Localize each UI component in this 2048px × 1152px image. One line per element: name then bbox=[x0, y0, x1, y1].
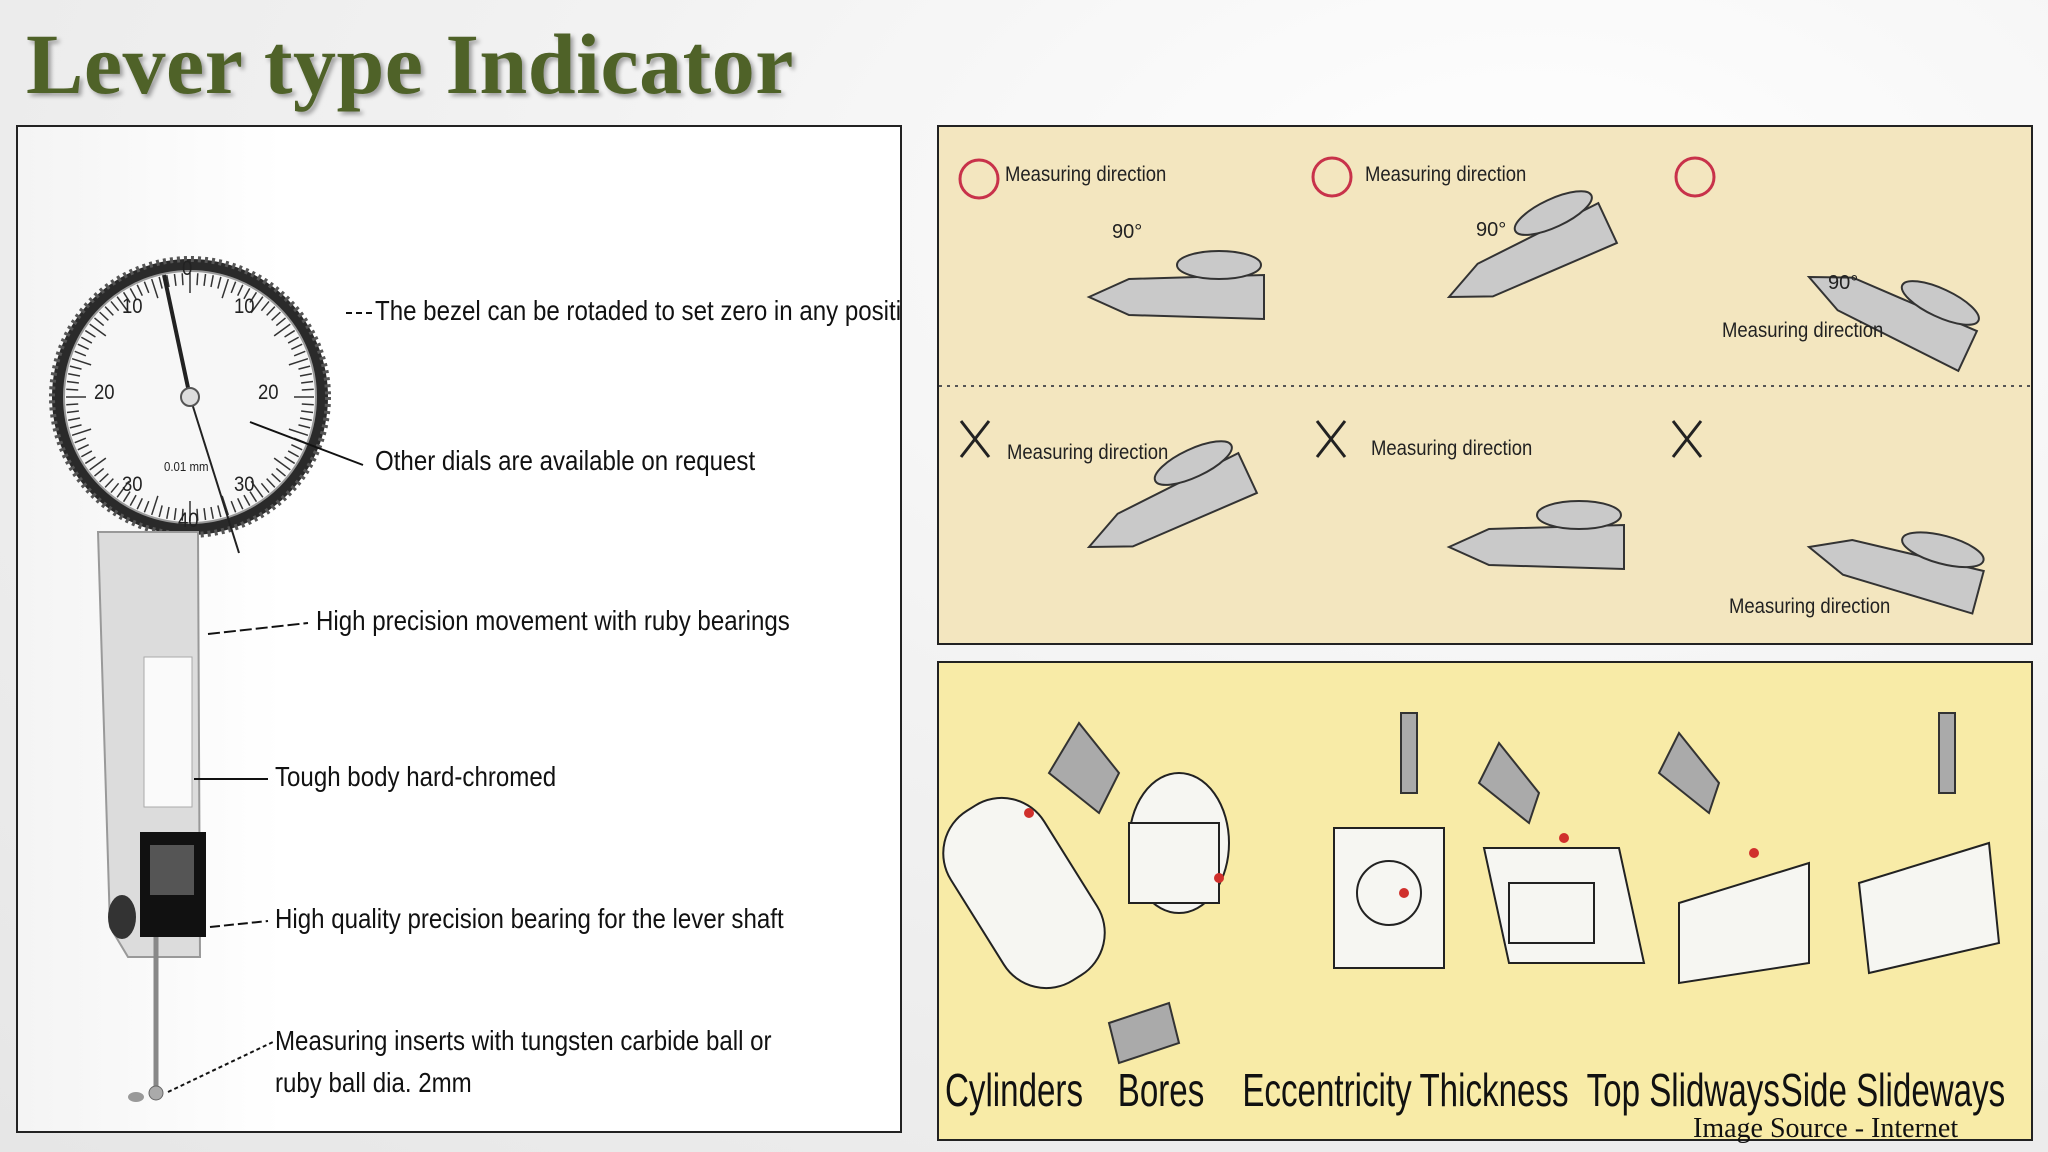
measuring-direction-panel: Measuring direction Measuring direction … bbox=[937, 125, 2033, 645]
direction-label: Measuring direction bbox=[1722, 319, 1884, 342]
dial-number: 30 bbox=[122, 473, 143, 496]
callout-movement: High precision movement with ruby bearin… bbox=[316, 605, 790, 636]
applications-panel: Cylinders Bores Eccentricity Thickness T… bbox=[937, 661, 2033, 1141]
angle-label: 90° bbox=[1476, 219, 1507, 241]
callout-body: Tough body hard-chromed bbox=[275, 761, 557, 792]
app-label-bores: Bores bbox=[1117, 1064, 1205, 1116]
callout-inserts-2: ruby ball dia. 2mm bbox=[275, 1067, 472, 1098]
direction-label: Measuring direction bbox=[1007, 441, 1169, 464]
direction-label: Measuring direction bbox=[1729, 595, 1891, 618]
measuring-direction-illustration bbox=[939, 156, 2031, 615]
dial-number: 20 bbox=[94, 381, 115, 404]
indicator-illustration bbox=[49, 256, 373, 1102]
direction-label: Measuring direction bbox=[1371, 437, 1533, 460]
angle-label: 90° bbox=[1112, 221, 1143, 243]
dial-number: 20 bbox=[258, 381, 279, 404]
dial-number: 0 bbox=[182, 257, 193, 280]
callout-inserts: Measuring inserts with tungsten carbide … bbox=[275, 1025, 772, 1056]
app-label-thickness: Thickness bbox=[1419, 1064, 1569, 1116]
app-label-side-slideways: Side Slideways bbox=[1780, 1064, 2006, 1116]
direction-label: Measuring direction bbox=[1005, 163, 1167, 186]
callout-bezel: The bezel can be rotaded to set zero in … bbox=[375, 295, 902, 326]
dial-number: 40 bbox=[178, 509, 199, 532]
image-source: Image Source - Internet bbox=[1693, 1113, 1959, 1144]
dial-unit: 0.01 mm bbox=[164, 459, 209, 474]
applications-illustration bbox=[942, 712, 2001, 1065]
angle-label: 90° bbox=[1828, 272, 1859, 294]
indicator-diagram-panel: 0 10 10 20 20 30 30 40 0.01 mm The bezel… bbox=[16, 125, 902, 1133]
direction-label: Measuring direction bbox=[1365, 163, 1527, 186]
dial-number: 10 bbox=[234, 295, 255, 318]
app-label-eccentricity: Eccentricity bbox=[1242, 1064, 1412, 1116]
slide-title: Lever type Indicator bbox=[26, 16, 794, 112]
callout-bearing: High quality precision bearing for the l… bbox=[275, 903, 784, 934]
dial-number: 10 bbox=[122, 295, 143, 318]
app-label-cylinders: Cylinders bbox=[944, 1064, 1084, 1116]
callout-dials: Other dials are available on request bbox=[375, 445, 756, 476]
dial-number: 30 bbox=[234, 473, 255, 496]
app-label-top-slidways: Top Slidways bbox=[1586, 1064, 1780, 1116]
